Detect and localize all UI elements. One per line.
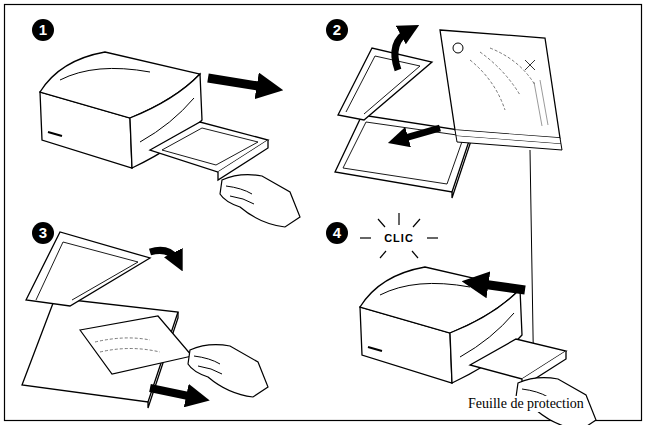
callout-number: 4	[326, 222, 348, 244]
part-label: Feuille de protection	[466, 396, 586, 412]
callout-number: 2	[326, 19, 348, 41]
sound-label: CLIC	[384, 232, 414, 244]
callout-number: 3	[32, 222, 54, 244]
callout-number: 1	[32, 19, 54, 41]
